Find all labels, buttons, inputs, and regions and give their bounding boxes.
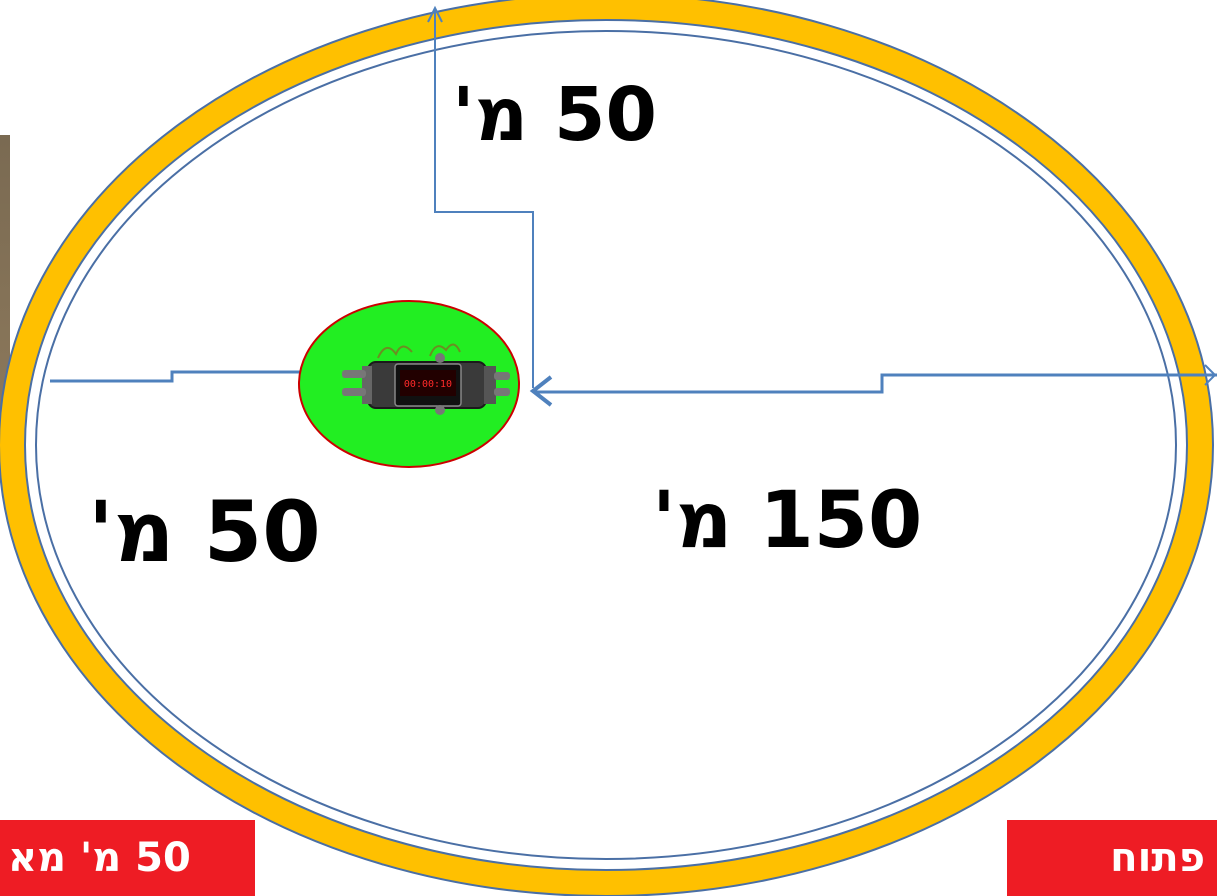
right-arrowhead: [1204, 364, 1217, 386]
top-distance-arrow: [434, 10, 534, 388]
center-arrowhead: [529, 375, 553, 407]
right-distance-label: 150 מ': [652, 476, 923, 566]
top-arrowhead: [427, 5, 443, 23]
side-panel: [0, 135, 10, 460]
right-distance-arrow: [536, 373, 1217, 394]
right-status-badge: פתוח: [1007, 820, 1217, 896]
timer-bomb-icon: [342, 343, 510, 415]
top-distance-label: 50 מ': [452, 72, 657, 158]
left-distance-line: [50, 370, 300, 383]
left-status-badge: 50 מ' מא: [0, 820, 255, 896]
perimeter-inner-edge: [35, 30, 1177, 860]
left-distance-label: 50 מ': [88, 483, 321, 581]
timer-display: 00:00:10: [404, 379, 452, 390]
